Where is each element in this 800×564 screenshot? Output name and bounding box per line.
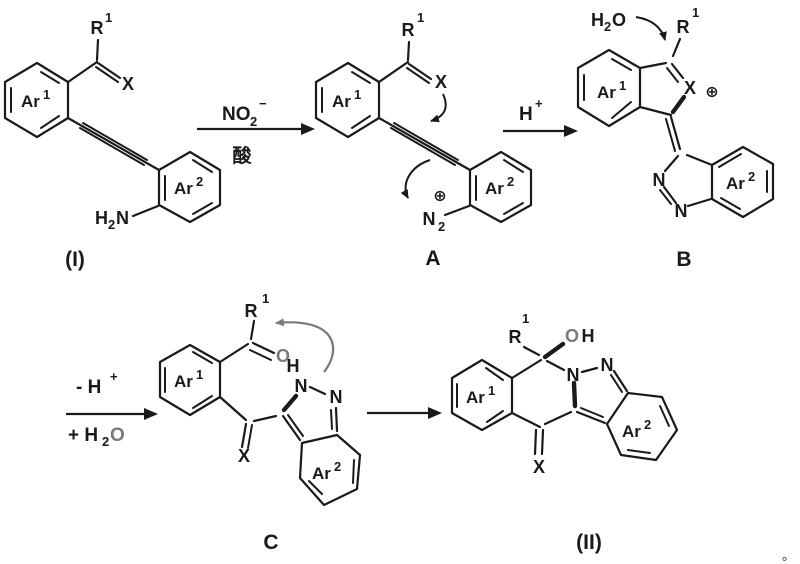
reaction-arrow-4 (367, 407, 442, 419)
caption-II: (II) (576, 531, 602, 554)
arrowhead (301, 123, 315, 135)
r-group-label: R (402, 20, 415, 40)
water-h: H (591, 10, 604, 30)
ar2-label: Ar (312, 464, 331, 483)
minus-h-label: - H (76, 377, 101, 398)
x-label: X (122, 74, 134, 94)
plus-water-o: O (110, 425, 125, 446)
caption-C: C (263, 531, 278, 554)
benzene-ring-ar2 (298, 433, 362, 507)
structure-B: H 2 O R 1 Ar 1 X ⊕ N N Ar 2 B (576, 5, 775, 271)
reaction-arrow-2: H + (503, 96, 578, 137)
ar1-label: Ar (597, 83, 616, 102)
reaction-arrow-3: - H + + H 2 O (66, 369, 158, 449)
caption-I: (I) (65, 248, 85, 271)
x-label: X (435, 72, 447, 92)
structure-I: R 1 X Ar 1 Ar 2 H 2 N (I) (3, 10, 222, 271)
plus-water-sub: 2 (102, 434, 109, 449)
reagent-no2-charge: − (259, 96, 267, 111)
x-label: X (533, 457, 545, 477)
curved-arrow-alkyne-to-n2 (400, 159, 431, 199)
amine-n: N (116, 208, 129, 228)
footnote-period: 。 (782, 548, 795, 563)
r-group-label: R (245, 301, 258, 321)
nh-n-label: N (295, 376, 308, 396)
arrowhead (144, 408, 158, 420)
caption-B: B (676, 248, 691, 271)
ar1-label: Ar (332, 92, 351, 111)
reaction-arrow-1: NO 2 − 酸 (197, 96, 315, 167)
structure-C: R 1 O H N N Ar 1 Ar 2 X C (158, 291, 362, 554)
ar1-sup: 1 (43, 87, 50, 102)
benzene-ring-ar2 (710, 145, 775, 219)
reagent-h-sup: + (535, 96, 543, 111)
caption-A: A (425, 247, 440, 270)
r-group-sup: 1 (262, 291, 269, 306)
r-group-label: R (677, 17, 690, 37)
bold-bond-n-c (281, 393, 299, 413)
arrowhead (564, 125, 578, 137)
amine-sub: 2 (108, 217, 115, 232)
bold-bond-n-c11a (571, 380, 578, 409)
r-group-sup: 1 (105, 10, 112, 25)
hydroxyl-o: O (565, 326, 579, 346)
bold-bond-x-c (670, 94, 687, 115)
r-group-sup: 1 (522, 311, 529, 326)
ar1-sup: 1 (354, 87, 361, 102)
diazonium-n: N (423, 209, 436, 229)
structure-II: R 1 O H N N Ar 1 Ar 2 X (II) (450, 311, 679, 554)
r-group-label: R (509, 327, 522, 347)
carbonyl-o-label: O (276, 346, 290, 366)
alkyne-bond (66, 116, 161, 172)
plus-charge-icon: ⊕ (705, 84, 718, 101)
hydroxyl-h: H (582, 326, 595, 346)
water-sub: 2 (604, 19, 611, 34)
n-top-label: N (653, 170, 666, 190)
plus-water-label: + H (68, 425, 98, 446)
ar1-sup: 1 (196, 367, 203, 382)
ar2-sup: 2 (644, 417, 651, 432)
diazonium-sub: 2 (438, 219, 445, 234)
ar2-sup: 2 (196, 174, 203, 189)
minus-h-sup: + (110, 369, 118, 384)
ar1-label: Ar (466, 388, 485, 407)
nh-h-label: H (287, 356, 300, 376)
arrowhead (428, 407, 442, 419)
n1-label: N (567, 365, 580, 385)
ar1-sup: 1 (488, 383, 495, 398)
condition-acid: 酸 (232, 144, 252, 167)
ar2-label: Ar (622, 422, 641, 441)
x-label: X (684, 78, 696, 98)
ar2-label: Ar (485, 179, 504, 198)
n2-label: N (330, 387, 343, 407)
r-group-sup: 1 (417, 10, 424, 25)
ar2-label: Ar (726, 174, 745, 193)
bold-wedge-oh (542, 341, 566, 360)
x-label: X (238, 446, 250, 466)
alkyne-bond (377, 116, 472, 172)
ar2-sup: 2 (748, 169, 755, 184)
ar2-label: Ar (174, 179, 193, 198)
structure-A: R 1 X Ar 1 Ar 2 ⊕ N 2 A (314, 10, 533, 270)
plus-charge-icon: ⊕ (433, 188, 446, 205)
n-bottom-label: N (675, 201, 688, 221)
curved-arrow-water-attack (635, 16, 667, 41)
curved-arrow-proton-transfer (275, 318, 335, 373)
ar2-sup: 2 (334, 459, 341, 474)
amine-h: H (95, 208, 108, 228)
ar1-sup: 1 (619, 78, 626, 93)
reagent-no2-sub: 2 (250, 114, 257, 129)
r-group-sup: 1 (692, 5, 699, 20)
benzene-ring-ar2 (605, 391, 679, 462)
ar2-sup: 2 (507, 174, 514, 189)
reagent-h: H (519, 104, 533, 125)
n2-label: N (601, 355, 614, 375)
r-group-label: R (91, 18, 104, 38)
water-o: O (612, 10, 626, 30)
curved-arrow-x-to-alkyne (430, 93, 447, 123)
ar1-label: Ar (21, 92, 40, 111)
ar1-label: Ar (174, 372, 193, 391)
reagent-no2: NO (222, 104, 251, 125)
